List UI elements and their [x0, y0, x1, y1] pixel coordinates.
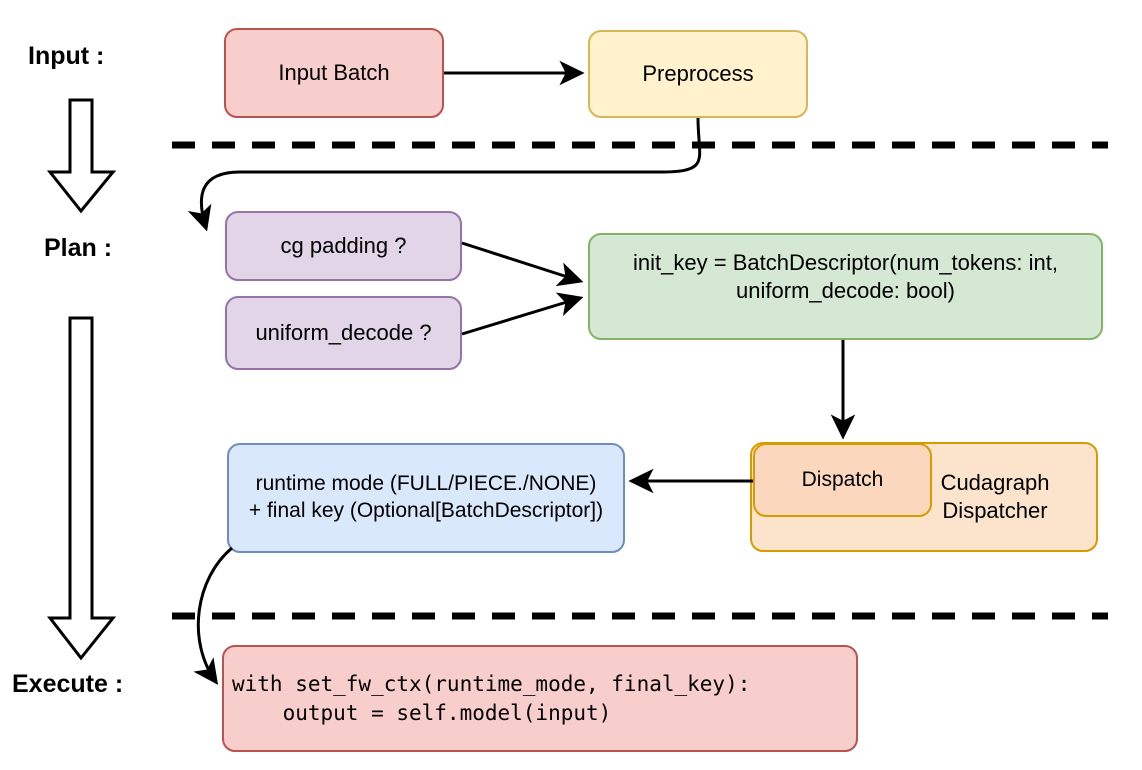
node-cudagraph-dispatcher-label-line2: Dispatcher — [942, 498, 1048, 523]
node-input-batch[interactable]: Input Batch — [224, 28, 444, 118]
node-preprocess-label: Preprocess — [642, 60, 754, 86]
stage-label-plan: Plan : — [44, 234, 113, 262]
node-cg-padding[interactable]: cg padding ? — [225, 211, 462, 281]
stage-arrow-plan-to-execute — [46, 316, 117, 661]
node-dispatch-label: Dispatch — [801, 467, 884, 491]
node-input-batch-label: Input Batch — [278, 59, 390, 85]
node-cg-padding-label: cg padding ? — [280, 232, 407, 258]
stage-label-execute: Execute : — [12, 670, 124, 698]
node-execute-code[interactable]: with set_fw_ctx(runtime_mode, final_key)… — [222, 645, 858, 752]
stage-label-input: Input : — [28, 42, 105, 70]
node-execute-code-line1: with set_fw_ctx(runtime_mode, final_key)… — [232, 672, 751, 697]
node-uniform-decode[interactable]: uniform_decode ? — [225, 296, 462, 370]
node-runtime-mode-label-line1: runtime mode (FULL/PIECE./NONE) — [255, 472, 597, 496]
stage-arrow-input-to-plan — [46, 98, 117, 214]
node-preprocess[interactable]: Preprocess — [588, 30, 808, 118]
connector-cg-padding-to-init-key — [461, 241, 584, 287]
node-init-key-label-line2: uniform_decode: bool) — [736, 278, 955, 304]
node-runtime-mode[interactable]: runtime mode (FULL/PIECE./NONE) + final … — [227, 443, 625, 553]
node-dispatch[interactable]: Dispatch — [753, 443, 932, 517]
node-cudagraph-dispatcher-label-line1: Cudagraph — [940, 469, 1050, 495]
node-uniform-decode-label: uniform_decode ? — [255, 319, 432, 345]
node-init-key-label-line1: init_key = BatchDescriptor(num_tokens: i… — [633, 250, 1058, 275]
node-runtime-mode-label-line2: + final key (Optional[BatchDescriptor]) — [248, 499, 604, 522]
node-init-key[interactable]: init_key = BatchDescriptor(num_tokens: i… — [588, 233, 1103, 340]
connector-uniform-decode-to-init-key — [461, 292, 584, 336]
node-execute-code-line2: output = self.model(input) — [232, 700, 612, 725]
